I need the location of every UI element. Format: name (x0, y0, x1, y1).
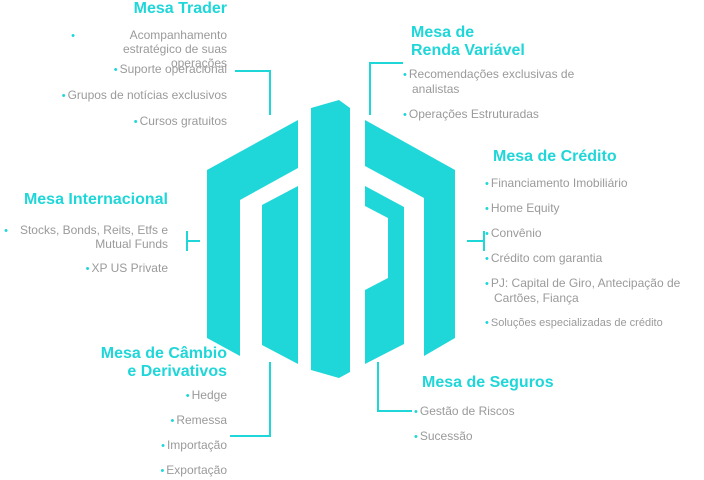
bullet-icon: • (85, 263, 90, 275)
section-trader: Mesa Trader • Acompanhamento estratégico … (7, 0, 227, 129)
bullet-icon: • (113, 64, 118, 76)
list-item: •Gestão de Riscos (414, 404, 614, 429)
item-text: Cursos gratuitos (139, 114, 227, 128)
list-item: •Hedge (27, 388, 227, 413)
section-title-line1: Mesa de (411, 24, 475, 41)
item-text: Acompanhamento estratégico de suas opera… (122, 28, 227, 70)
list-item: •Exportação (27, 463, 227, 478)
list-item: •Suporte operacional (7, 62, 227, 88)
item-list: •Hedge •Remessa •Importação •Exportação (27, 388, 227, 478)
item-list: •Gestão de Riscos •Sucessão (414, 404, 614, 444)
item-text: Stocks, Bonds, Reits, Etfs e Mutual Fund… (19, 223, 168, 251)
item-text: Convênio (490, 226, 542, 240)
bullet-icon: • (185, 390, 190, 402)
bullet-icon: • (485, 203, 489, 215)
connector-trader (235, 70, 271, 115)
bullet-icon: • (485, 278, 489, 290)
section-title: Mesa Internacional (23, 191, 168, 208)
list-item: •Convênio (485, 226, 704, 251)
list-item: •Home Equity (485, 201, 704, 226)
connector-renda (369, 62, 403, 115)
list-item: •PJ: Capital de Giro, Antecipação de Car… (485, 276, 694, 316)
item-list: •Recomendações exclusivas de analistas •… (403, 67, 611, 122)
bullet-icon: • (160, 465, 165, 477)
item-text: PJ: Capital de Giro, Antecipação de Cart… (490, 276, 681, 305)
list-item: •Importação (27, 438, 227, 463)
section-seguros: Mesa de Seguros •Gestão de Riscos •Suces… (414, 374, 614, 444)
bullet-icon: • (485, 178, 489, 190)
bullet-icon: • (170, 415, 175, 427)
bullet-icon: • (71, 30, 75, 42)
bullet-icon: • (485, 317, 489, 329)
section-credito: Mesa de Crédito •Financiamento Imobiliár… (485, 148, 704, 330)
list-item: • Acompanhamento estratégico de suas oper… (7, 28, 227, 70)
item-list: •Financiamento Imobiliário •Home Equity … (485, 176, 704, 330)
item-text: Crédito com garantia (490, 251, 603, 265)
list-item: •Financiamento Imobiliário (485, 176, 704, 201)
section-title: Mesa Trader (133, 0, 227, 17)
bullet-icon: • (485, 253, 489, 265)
item-text: Importação (166, 438, 227, 452)
bullet-icon: • (414, 406, 418, 418)
list-item: •Operações Estruturadas (403, 107, 611, 122)
bullet-icon: • (4, 225, 8, 237)
item-text: Exportação (166, 463, 227, 477)
section-title: Mesa de Seguros (422, 374, 554, 391)
list-item: •Cursos gratuitos (7, 114, 227, 129)
list-item: •Sucessão (414, 429, 614, 444)
bullet-icon: • (61, 90, 66, 102)
item-text: Gestão de Riscos (419, 404, 515, 418)
item-text: Financiamento Imobiliário (490, 176, 628, 190)
list-item: •Soluções especializadas de crédito (485, 316, 704, 330)
section-title-line2: e Derivativos (127, 363, 227, 380)
bullet-icon: • (161, 440, 165, 452)
bullet-icon: • (133, 116, 138, 128)
item-text: Remessa (176, 413, 227, 427)
item-text: XP US Private (91, 261, 168, 275)
connector-cambio (230, 362, 271, 437)
item-text: Home Equity (490, 201, 560, 215)
section-cambio: Mesa de Câmbio e Derivativos •Hedge •Rem… (27, 345, 227, 478)
bullet-icon: • (403, 69, 407, 81)
section-title: Mesa de Crédito (493, 148, 617, 165)
list-item: • Stocks, Bonds, Reits, Etfs e Mutual Fun… (0, 223, 168, 261)
bullet-icon: • (403, 109, 407, 121)
bullet-icon: • (485, 228, 489, 240)
list-item: •XP US Private (0, 261, 168, 276)
connector-lines (186, 62, 485, 437)
section-renda-variavel: Mesa de Renda Variável •Recomendações ex… (403, 24, 611, 122)
connector-seguros (377, 362, 412, 412)
item-list: • Acompanhamento estratégico de suas oper… (7, 28, 227, 129)
item-text: Sucessão (419, 429, 473, 443)
item-text: Suporte operacional (119, 62, 227, 76)
item-text: Hedge (191, 388, 227, 402)
item-text: Operações Estruturadas (408, 107, 539, 121)
item-text: Grupos de notícias exclusivos (67, 88, 227, 102)
section-title-line2: Renda Variável (411, 42, 525, 59)
list-item: •Recomendações exclusivas de analistas (403, 67, 587, 107)
item-list: • Stocks, Bonds, Reits, Etfs e Mutual Fun… (0, 223, 168, 276)
list-item: •Crédito com garantia (485, 251, 704, 276)
hexagon-building-logo-icon (207, 100, 455, 378)
bullet-icon: • (414, 431, 418, 443)
list-item: •Remessa (27, 413, 227, 438)
section-internacional: Mesa Internacional • Stocks, Bonds, Reits… (0, 191, 168, 276)
item-text: Recomendações exclusivas de analistas (408, 67, 575, 96)
section-title-line1: Mesa de Câmbio (100, 345, 227, 362)
item-text: Soluções especializadas de crédito (490, 317, 663, 329)
list-item: •Grupos de notícias exclusivos (7, 88, 227, 114)
